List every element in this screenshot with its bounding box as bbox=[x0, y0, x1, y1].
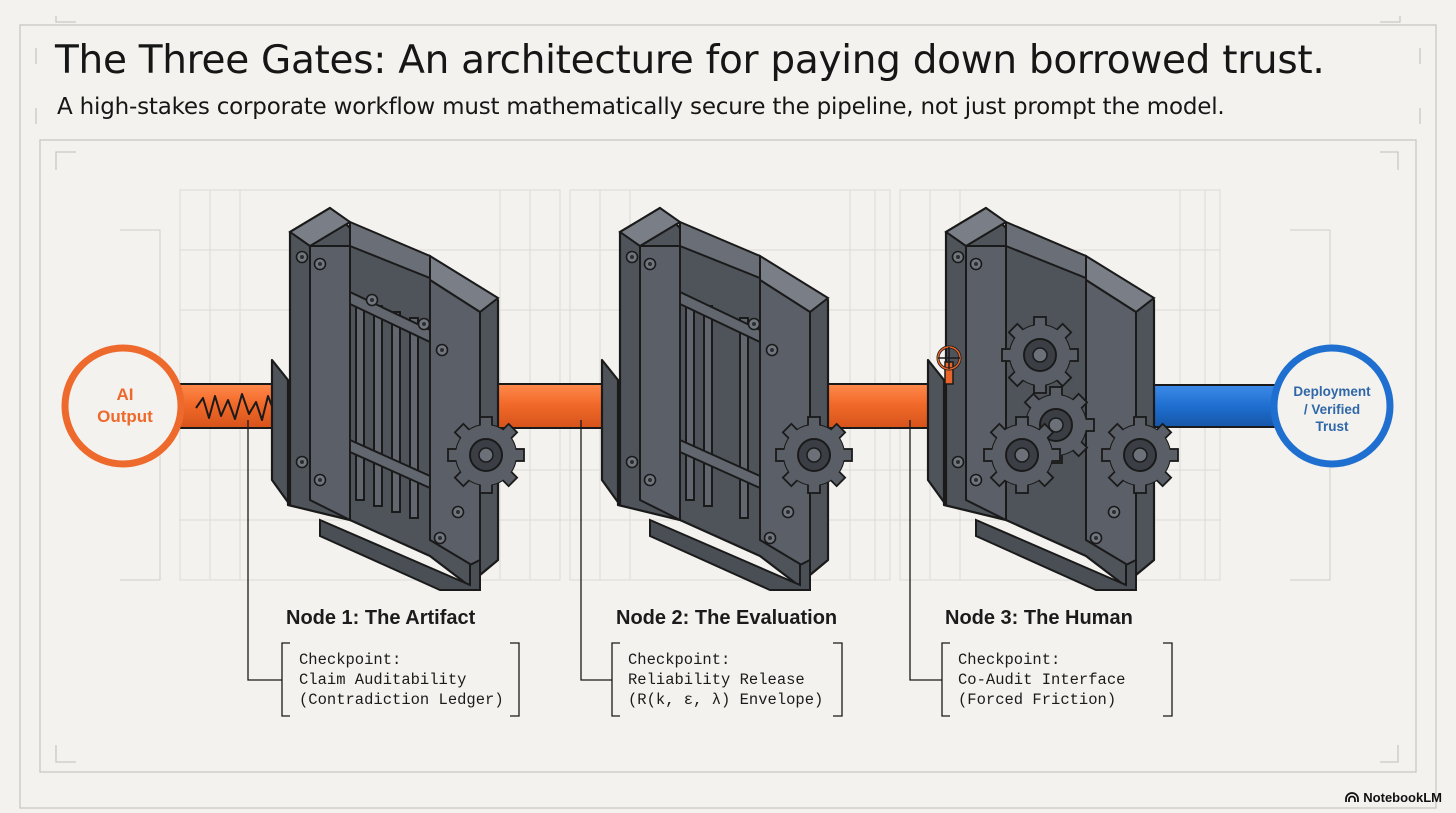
gate-1-checkpoint: Checkpoint: Claim Auditability (Contradi… bbox=[299, 651, 504, 709]
brand-mark: NotebookLM bbox=[1345, 790, 1442, 805]
callout-leaders bbox=[247, 420, 1173, 717]
verified-trust-label: Deployment / Verified Trust bbox=[1293, 384, 1371, 434]
outer-frame bbox=[19, 16, 1437, 809]
brand-name: NotebookLM bbox=[1363, 790, 1442, 805]
gear-icon bbox=[983, 416, 1061, 494]
verified-trust-node bbox=[1270, 344, 1394, 468]
gate-3-title: Node 3: The Human bbox=[945, 607, 1133, 629]
gate-2-checkpoint: Checkpoint: Reliability Release (R(k, ε,… bbox=[628, 651, 824, 709]
gate-3-checkpoint: Checkpoint: Co-Audit Interface (Forced F… bbox=[958, 651, 1126, 709]
gate-1 bbox=[270, 206, 525, 591]
ai-output-label: AI Output bbox=[97, 385, 153, 426]
ai-output-node bbox=[61, 344, 185, 468]
gate-2-title: Node 2: The Evaluation bbox=[616, 607, 838, 629]
gate-2 bbox=[600, 206, 853, 591]
gate-3 bbox=[926, 206, 1179, 591]
notebooklm-logo-icon bbox=[1345, 792, 1360, 802]
gear-icon bbox=[1101, 416, 1179, 494]
page-title: The Three Gates: An architecture for pay… bbox=[55, 38, 1325, 83]
gate-1-title: Node 1: The Artifact bbox=[286, 607, 476, 629]
valve-icon bbox=[936, 345, 962, 385]
gear-icon bbox=[775, 416, 853, 494]
gear-icon bbox=[447, 416, 525, 494]
gear-icon bbox=[1001, 316, 1079, 394]
page-subtitle: A high-stakes corporate workflow must ma… bbox=[57, 94, 1225, 120]
